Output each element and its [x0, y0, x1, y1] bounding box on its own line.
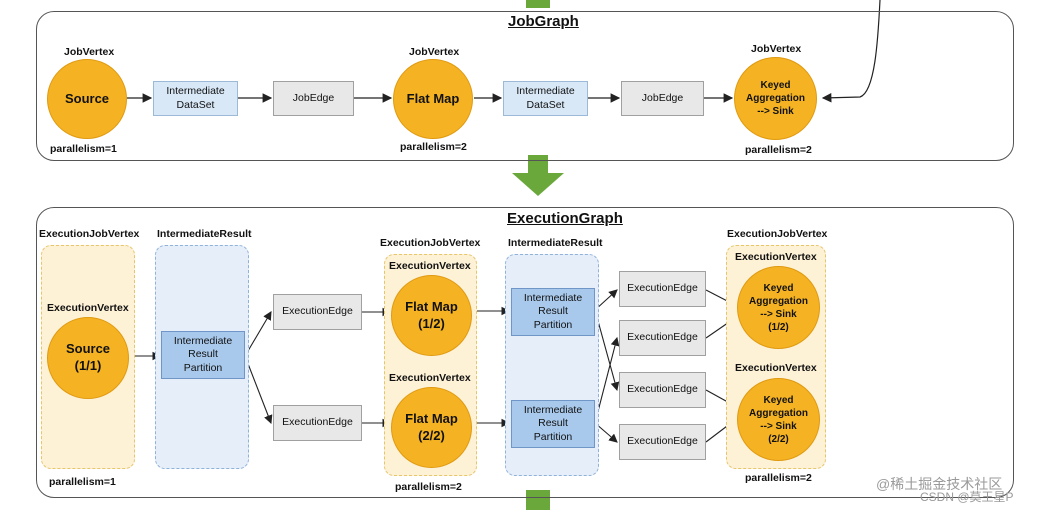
partition-line2: Result — [188, 348, 218, 361]
dataset-line1: Intermediate — [166, 84, 225, 97]
dataset-line2: DataSet — [176, 98, 215, 111]
intermediate-result-label-1: IntermediateResult — [157, 228, 252, 240]
execution-edge-6[interactable]: ExecutionEdge — [619, 424, 706, 460]
green-arrow-middle — [512, 155, 564, 196]
execution-edge-2-label: ExecutionEdge — [282, 416, 353, 429]
exec-vertex-label-keyed-1: ExecutionVertex — [735, 251, 817, 263]
keyed-line1: Keyed — [763, 394, 794, 406]
keyed-line2: Aggregation — [746, 93, 805, 104]
execution-graph-title: ExecutionGraph — [507, 210, 623, 227]
dataset-line1: Intermediate — [516, 84, 575, 97]
exec-vertex-label-source: ExecutionVertex — [47, 302, 129, 314]
exec-job-vertex-label-source: ExecutionJobVertex — [39, 228, 140, 240]
exec-flatmap-idx1: (1/2) — [418, 315, 445, 331]
job-vertex-source[interactable]: Source — [47, 59, 127, 139]
exec-vertex-label-flatmap-2: ExecutionVertex — [389, 372, 471, 384]
job-vertex-label-source: JobVertex — [64, 46, 115, 58]
job-parallelism-source: parallelism=1 — [50, 143, 117, 155]
execution-edge-1-label: ExecutionEdge — [282, 305, 353, 318]
job-vertex-source-label: Source — [64, 90, 110, 106]
execution-edge-3[interactable]: ExecutionEdge — [619, 271, 706, 307]
job-parallelism-keyed: parallelism=2 — [745, 144, 812, 156]
watermark-line2: CSDN @莫王星P — [920, 490, 1014, 504]
dataset-line2: DataSet — [526, 98, 565, 111]
execution-edge-2[interactable]: ExecutionEdge — [273, 405, 362, 441]
partition-line1: Intermediate — [173, 334, 233, 347]
job-edge-1[interactable]: JobEdge — [273, 81, 354, 116]
exec-flatmap-idx2: (2/2) — [418, 427, 445, 443]
partition-line3: Partition — [533, 318, 573, 331]
keyed-line1: Keyed — [763, 282, 794, 294]
exec-vertex-source[interactable]: Source(1/1) — [47, 317, 129, 399]
exec-parallelism-source: parallelism=1 — [49, 476, 116, 488]
job-graph-panel — [36, 11, 1014, 161]
exec-job-vertex-label-keyed: ExecutionJobVertex — [727, 228, 828, 240]
partition-line1: Intermediate — [523, 291, 583, 304]
job-vertex-flatmap[interactable]: Flat Map — [393, 59, 473, 139]
job-vertex-label-keyed: JobVertex — [751, 43, 802, 55]
job-parallelism-flatmap: parallelism=2 — [400, 141, 467, 153]
exec-parallelism-flatmap: parallelism=2 — [395, 481, 462, 493]
execution-edge-3-label: ExecutionEdge — [627, 282, 698, 295]
green-arrow-top — [526, 0, 550, 8]
execution-edge-5[interactable]: ExecutionEdge — [619, 372, 706, 408]
partition-line1: Intermediate — [523, 403, 583, 416]
partition-line2: Result — [538, 305, 568, 318]
exec-flatmap-label: Flat Map — [405, 410, 458, 426]
exec-job-vertex-label-flatmap: ExecutionJobVertex — [380, 237, 481, 249]
green-arrow-bottom — [526, 490, 550, 510]
keyed-line3: --> Sink — [760, 308, 797, 320]
intermediate-result-label-2: IntermediateResult — [508, 237, 603, 249]
job-edge-1-label: JobEdge — [292, 91, 335, 104]
watermark-line1: @稀土掘金技术社区 — [876, 476, 1003, 492]
exec-source-label: Source — [65, 341, 111, 357]
feedback-arrow — [821, 0, 881, 103]
keyed-line2: Aggregation — [749, 407, 808, 419]
job-vertex-flatmap-label: Flat Map — [406, 90, 460, 106]
job-graph-title: JobGraph — [508, 13, 579, 30]
exec-source-idx: (1/1) — [74, 358, 102, 373]
exec-vertex-label-flatmap-1: ExecutionVertex — [389, 260, 471, 272]
exec-flatmap-label: Flat Map — [405, 298, 458, 314]
exec-parallelism-keyed: parallelism=2 — [745, 472, 812, 484]
execution-edge-5-label: ExecutionEdge — [627, 383, 698, 396]
partition-line3: Partition — [533, 430, 573, 443]
job-vertex-label-flatmap: JobVertex — [409, 46, 460, 58]
exec-vertex-label-keyed-2: ExecutionVertex — [735, 362, 817, 374]
keyed-line2: Aggregation — [749, 295, 808, 307]
execution-edge-6-label: ExecutionEdge — [627, 435, 698, 448]
partition-line2: Result — [538, 417, 568, 430]
keyed-line3: --> Sink — [757, 106, 794, 117]
execution-edge-1[interactable]: ExecutionEdge — [273, 294, 362, 330]
keyed-idx2: (2/2) — [768, 433, 789, 445]
job-edge-2[interactable]: JobEdge — [621, 81, 704, 116]
job-edge-2-label: JobEdge — [641, 91, 684, 104]
exec-vertex-flatmap-2[interactable]: Flat Map(2/2) — [391, 387, 472, 468]
partition-line3: Partition — [183, 361, 223, 374]
execution-graph-panel — [36, 207, 1014, 498]
keyed-line1: Keyed — [760, 80, 791, 91]
keyed-line3: --> Sink — [760, 420, 797, 432]
exec-vertex-flatmap-1[interactable]: Flat Map(1/2) — [391, 275, 472, 356]
execution-edge-4[interactable]: ExecutionEdge — [619, 320, 706, 356]
execution-edge-4-label: ExecutionEdge — [627, 331, 698, 344]
keyed-idx1: (1/2) — [768, 321, 789, 333]
